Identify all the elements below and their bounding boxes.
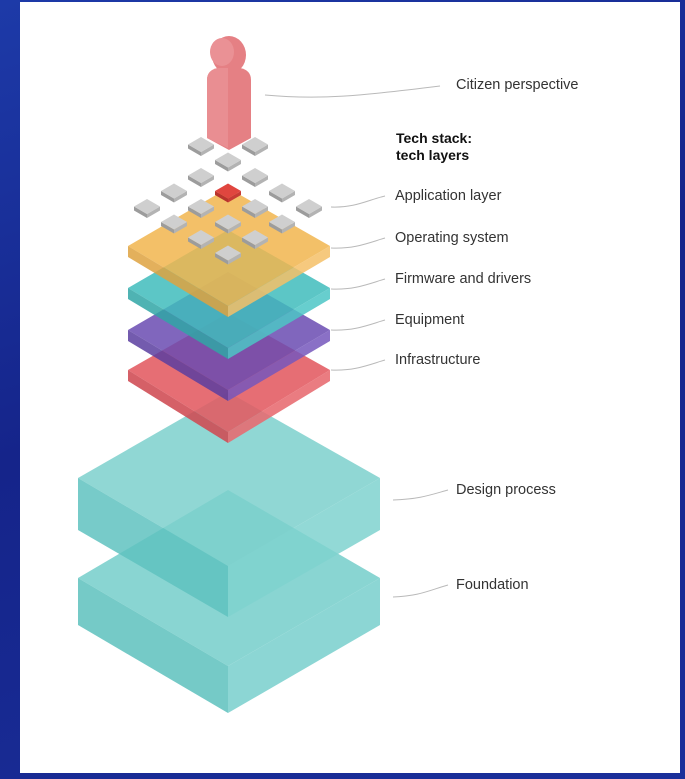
application-tile xyxy=(269,214,295,234)
design-process-block xyxy=(78,392,380,617)
label-application-layer: Application layer xyxy=(395,188,502,204)
application-tile xyxy=(269,183,295,203)
application-tiles xyxy=(134,137,322,265)
leader-lines xyxy=(264,85,449,598)
application-tile xyxy=(242,199,268,218)
application-tile xyxy=(161,183,187,203)
application-tile xyxy=(188,199,214,218)
label-design-process: Design process xyxy=(456,482,556,498)
application-tile-highlight xyxy=(215,183,241,203)
application-tile xyxy=(161,214,187,234)
application-tile xyxy=(242,230,268,249)
heading-line-2: tech layers xyxy=(396,147,470,163)
label-citizen-perspective: Citizen perspective xyxy=(456,77,579,93)
application-tile xyxy=(134,199,160,218)
application-tile xyxy=(215,245,241,265)
application-tile xyxy=(296,199,322,218)
application-tile xyxy=(188,230,214,249)
heading-line-1: Tech stack: xyxy=(396,130,472,146)
label-firmware-and-drivers: Firmware and drivers xyxy=(395,271,532,287)
application-tile xyxy=(188,137,214,156)
label-infrastructure: Infrastructure xyxy=(395,352,481,368)
label-operating-system: Operating system xyxy=(395,230,509,246)
citizen-figure xyxy=(207,36,251,150)
application-tile xyxy=(188,168,214,187)
application-tile xyxy=(215,152,241,172)
application-tile xyxy=(242,137,268,156)
label-foundation: Foundation xyxy=(456,577,529,593)
label-equipment: Equipment xyxy=(395,312,465,328)
application-tile xyxy=(215,214,241,234)
diagram-heading: Tech stack: tech layers xyxy=(396,130,472,164)
application-tile xyxy=(242,168,268,187)
